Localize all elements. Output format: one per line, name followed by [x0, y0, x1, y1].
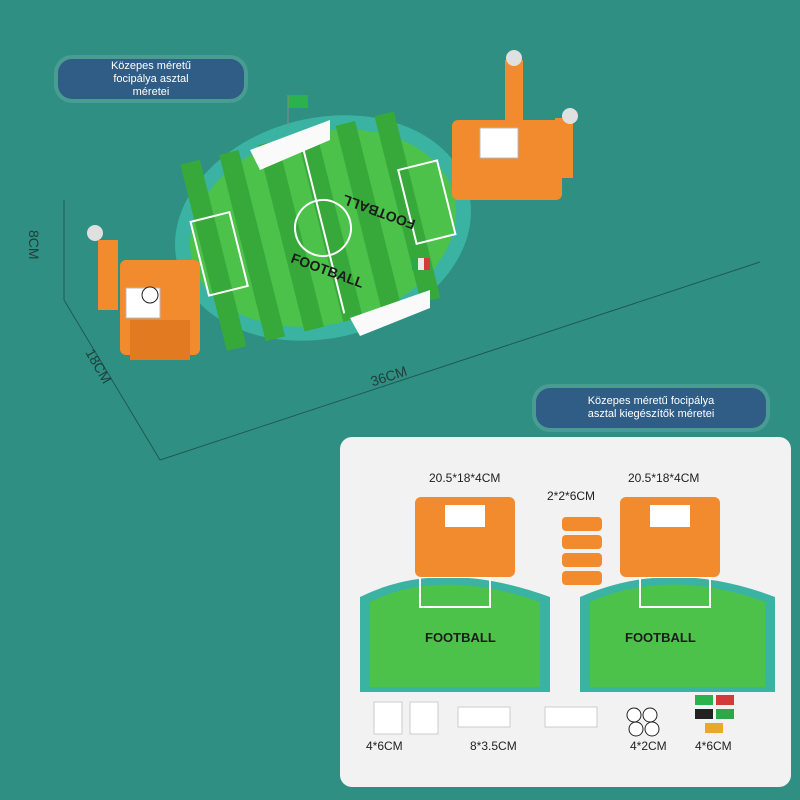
right-half-field: FOOTBALL — [580, 497, 775, 692]
main-table: FOOTBALL FOOTBALL — [87, 50, 578, 360]
left-goal — [87, 225, 200, 360]
flag-brazil — [288, 95, 308, 108]
flags — [695, 695, 734, 733]
svg-text:FOOTBALL: FOOTBALL — [425, 630, 496, 645]
right-goal — [452, 50, 578, 200]
accessories-badge-line-1: Közepes méretű focipálya — [587, 395, 715, 407]
label-rods: 2*2*6CM — [547, 489, 596, 503]
svg-text:FOOTBALL: FOOTBALL — [625, 630, 696, 645]
accessories-illustration: FOOTBALL FOOTBALL — [360, 497, 775, 737]
label-balls: 4*2CM — [630, 739, 667, 753]
badge-line-1: Közepes méretű — [110, 59, 192, 72]
balls — [626, 707, 660, 737]
dimension-lines — [63, 200, 761, 461]
height-label: 8CM — [26, 230, 42, 260]
label-fences: 8*3.5CM — [470, 739, 517, 753]
rods — [562, 517, 602, 585]
label-half-field-left: 20.5*18*4CM — [429, 471, 501, 485]
left-half-field: FOOTBALL — [360, 497, 550, 692]
accessories-badge-line-2: asztal kiegészítők méretei — [587, 408, 715, 420]
table-size-badge: Közepes méretű focipálya asztal méretei — [58, 59, 244, 99]
accessories-panel: FOOTBALL FOOTBALL — [340, 437, 791, 787]
small-goals — [373, 701, 439, 735]
accessories-size-badge: Közepes méretű focipálya asztal kiegészí… — [536, 388, 766, 428]
badge-line-3: méretei — [132, 85, 170, 98]
fences — [457, 706, 598, 728]
badge-line-2: focipálya asztal — [113, 72, 189, 85]
label-half-field-right: 20.5*18*4CM — [628, 471, 700, 485]
label-flags: 4*6CM — [695, 739, 732, 753]
label-goals: 4*6CM — [366, 739, 403, 753]
